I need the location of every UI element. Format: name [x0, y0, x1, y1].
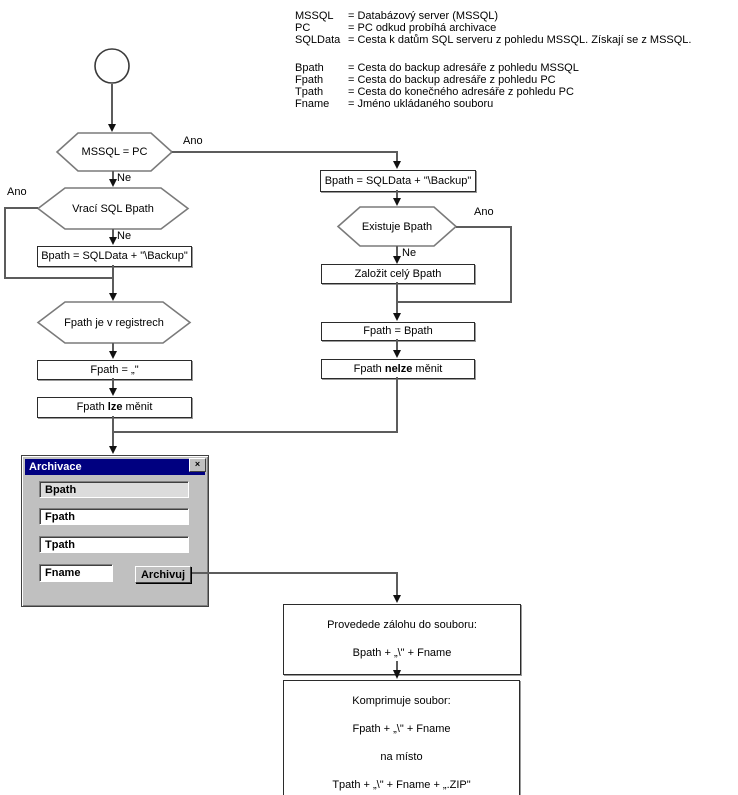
- process-zalozit-bpath: Založit celý Bpath: [321, 264, 475, 284]
- legend-group-2: Bpath = Cesta do backup adresáře z pohled…: [295, 62, 579, 110]
- process-compress-line4: Tpath + „\" + Fname + „.ZIP": [332, 779, 471, 792]
- legend-term: SQLData: [295, 34, 341, 46]
- bpath-field[interactable]: [39, 481, 189, 498]
- edge-label-ano-existuje: Ano: [474, 206, 494, 218]
- process-compress-file: Komprimuje soubor: Fpath + „\" + Fname n…: [283, 680, 520, 795]
- process-compress-line3: na místo: [380, 751, 423, 764]
- process-fpath-eq-bpath: Fpath = Bpath: [321, 322, 475, 341]
- legend-term: Tpath: [295, 86, 324, 98]
- legend-definition: = Cesta do konečného adresáře z pohledu …: [348, 86, 574, 98]
- process-backup-line1: Provedede zálohu do souboru:: [327, 618, 477, 631]
- legend-row: Tpath = Cesta do konečného adresáře z poh…: [295, 86, 579, 98]
- legend-definition: = Cesta do backup adresáře z pohledu PC: [348, 74, 556, 86]
- process-fpath-nelze-menit: Fpath nelze měnit: [321, 359, 475, 379]
- process-compress-line2: Fpath + „\" + Fname: [352, 722, 451, 735]
- close-icon[interactable]: ×: [189, 458, 206, 472]
- archivuj-button[interactable]: Archivuj: [135, 566, 191, 583]
- fpath-field[interactable]: [39, 508, 189, 525]
- legend-row: Bpath = Cesta do backup adresáře z pohled…: [295, 62, 579, 74]
- dialog-title: Archivace: [29, 461, 82, 473]
- legend-row: Fpath = Cesta do backup adresáře z pohled…: [295, 74, 579, 86]
- process-fpath-lze-menit: Fpath lze měnit: [37, 397, 192, 418]
- process-fpath-nelze-text: Fpath nelze měnit: [353, 362, 443, 375]
- legend-definition: = Cesta do backup adresáře z pohledu MSS…: [348, 62, 579, 74]
- tpath-field[interactable]: [39, 536, 189, 553]
- decision-fpath-registry-shape: [36, 301, 192, 344]
- legend-term: PC: [295, 22, 311, 34]
- decision-mssql-pc-label: MSSQL = PC: [81, 146, 148, 158]
- legend-definition: = Cesta k datům SQL serveru z pohledu MS…: [348, 34, 692, 46]
- process-fpath-lze-text: Fpath lze měnit: [76, 401, 153, 413]
- archivace-dialog: Archivace × Archivuj: [21, 455, 209, 607]
- decision-vraci-sql-bpath-label: Vrací SQL Bpath: [72, 202, 154, 215]
- process-backup-line2: Bpath + „\" + Fname: [352, 647, 452, 660]
- edge-label-ne-vraci: Ne: [117, 230, 132, 242]
- decision-existuje-bpath-label: Existuje Bpath: [361, 220, 433, 233]
- edge-label-ne-existuje: Ne: [402, 247, 417, 259]
- legend-definition: = Databázový server (MSSQL): [348, 10, 499, 22]
- legend-row: PC = PC odkud probíhá archivace: [295, 22, 691, 34]
- fname-field[interactable]: [39, 564, 113, 582]
- legend-term: Bpath: [295, 62, 324, 74]
- process-backup-file: Provedede zálohu do souboru: Bpath + „\"…: [283, 604, 521, 675]
- legend-row: Fname = Jméno ukládaného souboru: [295, 98, 579, 110]
- legend-definition: = PC odkud probíhá archivace: [348, 22, 497, 34]
- legend-term: Fpath: [295, 74, 324, 86]
- legend-term: Fname: [295, 98, 330, 110]
- start-circle: [94, 48, 130, 84]
- legend-definition: = Jméno ukládaného souboru: [348, 98, 494, 110]
- decision-fpath-registry-label: Fpath je v registrech: [64, 316, 164, 329]
- edge-label-ne-mssql: Ne: [117, 172, 132, 184]
- legend-row: SQLData = Cesta k datům SQL serveru z poh…: [295, 34, 691, 46]
- legend-group-1: MSSQL = Databázový server (MSSQL) PC = PC …: [295, 10, 691, 46]
- process-compress-line1: Komprimuje soubor:: [352, 694, 451, 707]
- dialog-titlebar: Archivace: [25, 459, 205, 475]
- edge-label-ano-vraci: Ano: [7, 186, 27, 198]
- process-bpath-sqldata-right: Bpath = SQLData + "\Backup": [320, 170, 476, 192]
- legend-term: MSSQL: [295, 10, 334, 22]
- process-fpath-empty: Fpath = „": [37, 360, 192, 380]
- legend-row: MSSQL = Databázový server (MSSQL): [295, 10, 691, 22]
- process-bpath-sqldata-left: Bpath = SQLData + "\Backup": [37, 246, 192, 267]
- edge-label-ano-mssql: Ano: [183, 135, 203, 147]
